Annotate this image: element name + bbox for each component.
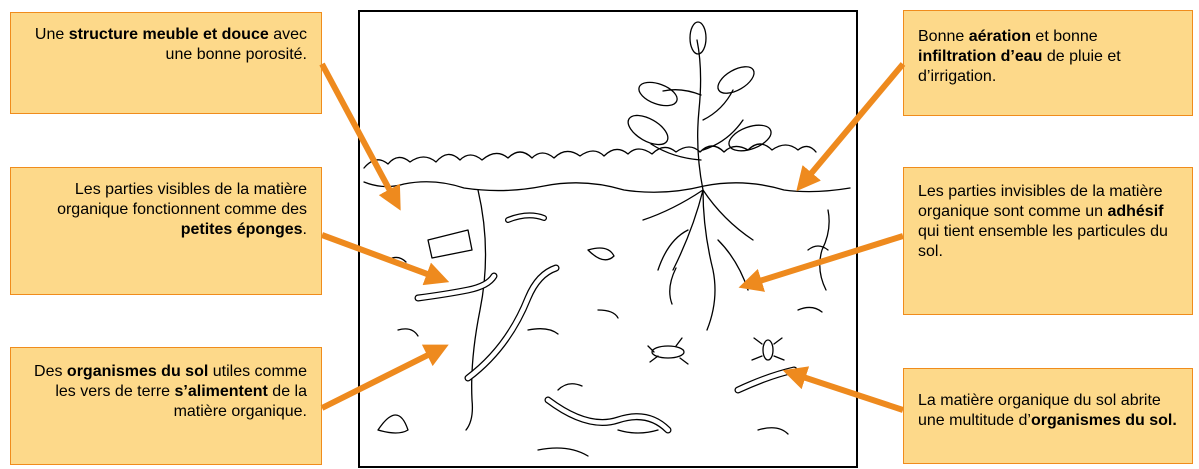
callout-plain-text: Des — [34, 363, 67, 380]
callout-bold-text: aération — [969, 28, 1031, 45]
callout-invisible-organic-matter: Les parties invisibles de la matière org… — [903, 167, 1193, 315]
callout-bold-text: infiltration d’eau — [918, 48, 1042, 65]
callout-bold-text: petites éponges — [181, 221, 303, 238]
callout-plain-text: qui tient ensemble les particules du sol… — [918, 223, 1168, 260]
callout-bold-text: s’alimentent — [175, 383, 268, 400]
callout-habitat: La matière organique du sol abrite une m… — [903, 368, 1193, 464]
callout-text: La matière organique du sol abrite une m… — [918, 392, 1177, 429]
callout-text: Des organismes du sol utiles comme les v… — [34, 363, 307, 420]
callout-plain-text: . — [303, 221, 307, 238]
callout-visible-organic-matter: Les parties visibles de la matière organ… — [10, 167, 322, 295]
soil-illustration — [358, 10, 858, 468]
callout-bold-text: organismes du sol. — [1031, 412, 1177, 429]
callout-text: Les parties visibles de la matière organ… — [57, 181, 307, 238]
callout-plain-text: Une — [35, 26, 69, 43]
callout-text: Une structure meuble et douce avec une b… — [35, 26, 307, 63]
callout-plain-text: et bonne — [1031, 28, 1098, 45]
callout-structure: Une structure meuble et douce avec une b… — [10, 12, 322, 114]
callout-bold-text: organismes du sol — [67, 363, 208, 380]
callout-aeration: Bonne aération et bonne infiltration d’e… — [903, 10, 1193, 116]
callout-bold-text: adhésif — [1107, 203, 1163, 220]
callout-soil-organisms-feed: Des organismes du sol utiles comme les v… — [10, 347, 322, 465]
callout-text: Bonne aération et bonne infiltration d’e… — [918, 28, 1121, 85]
callout-bold-text: structure meuble et douce — [69, 26, 269, 43]
callout-text: Les parties invisibles de la matière org… — [918, 183, 1168, 260]
callout-plain-text: Bonne — [918, 28, 969, 45]
callout-plain-text: Les parties visibles de la matière organ… — [57, 181, 307, 218]
